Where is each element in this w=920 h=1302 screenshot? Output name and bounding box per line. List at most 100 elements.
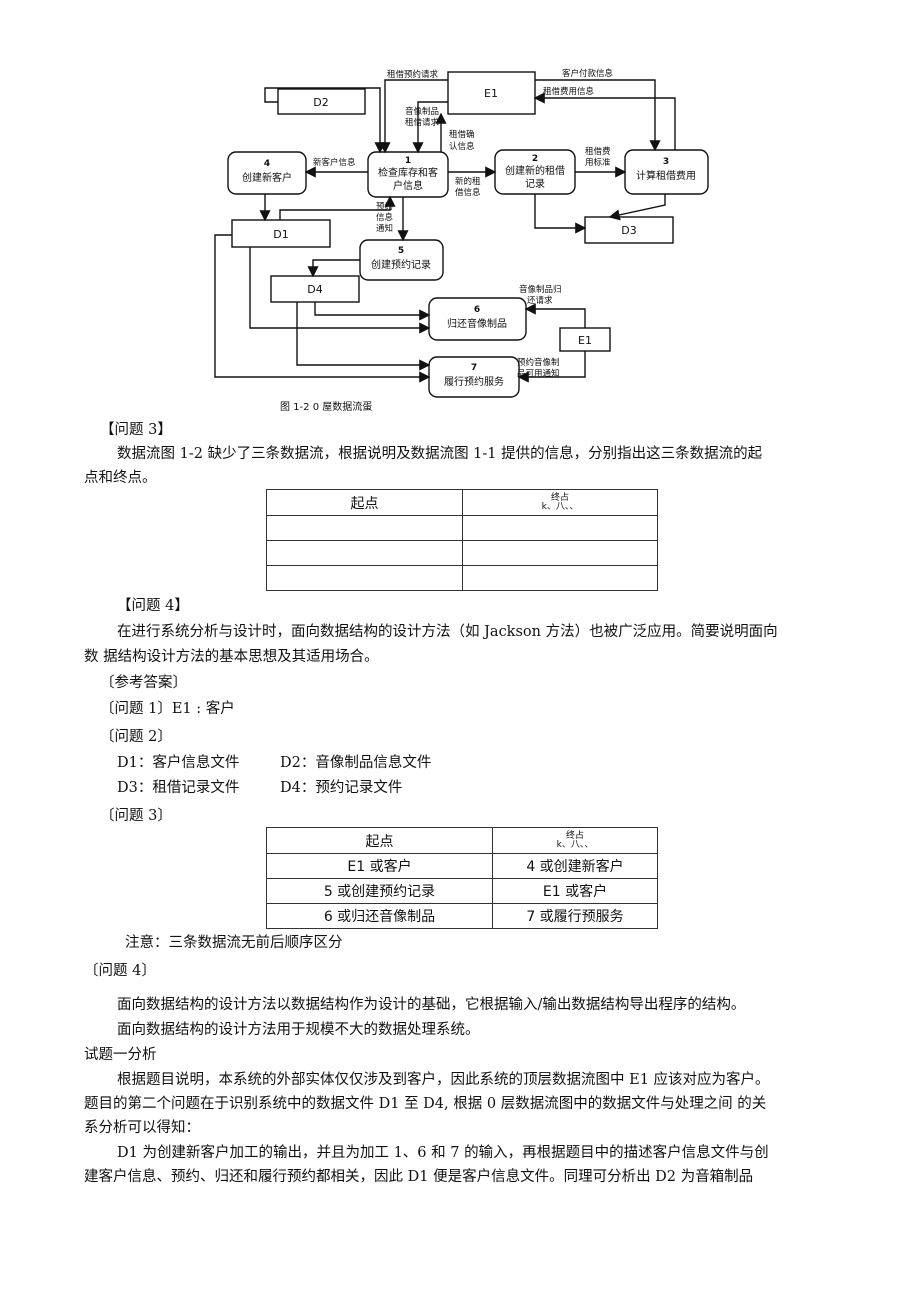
answer-row-end: 7 或履行预服务 — [492, 903, 658, 929]
flow-label-return-request-l1: 音像制品归 — [519, 284, 562, 295]
process-1 — [367, 151, 449, 198]
answer-col-end: 终占 k、八、、 — [492, 827, 658, 854]
flow-5-to-d4 — [307, 259, 360, 278]
answer-col-end-l1: 终占 — [565, 830, 584, 841]
process-1-num: 1 — [405, 156, 411, 166]
flow-label-rental-fee: 租借费用信息 — [543, 86, 595, 97]
analysis-p1-line1: 根据题目说明，本系统的外部实体仅仅涉及到客户，因此系统的顶层数据流图中 E1 应… — [117, 1072, 770, 1088]
answer-2-d1: D1：客户信息文件 — [117, 755, 240, 771]
store-d1-label: D1 — [273, 228, 288, 241]
q3-answer-table: 起点 终占 k、八、、 — [266, 489, 658, 591]
process-2-line2: 记录 — [525, 178, 545, 190]
q3-col-end: 终占 k、八、、 — [462, 489, 658, 516]
q3-title: 【问题 3】 — [100, 422, 172, 438]
analysis-p1-line2: 题目的第二个问题在于识别系统中的数据文件 D1 至 D4, 根据 0 层数据流图… — [84, 1096, 767, 1112]
flow-label-media-rental-l2: 租借请求 — [405, 117, 440, 128]
q3-col-end-l1: 终占 — [550, 492, 569, 503]
answer-col-start: 起点 — [266, 827, 493, 854]
flow-label-reserve-request: 租借预约请求 — [387, 69, 439, 80]
answer-3-title: 〔问题 3〕 — [100, 808, 172, 824]
table-row: 5 或创建预约记录 E1 或客户 — [266, 878, 658, 904]
q3-blank-cell[interactable] — [266, 515, 463, 541]
store-d3-label: D3 — [621, 224, 636, 237]
table-row: E1 或客户 4 或创建新客户 — [266, 853, 658, 879]
flow-label-new-rental-l1: 新的租 — [455, 176, 481, 187]
flow-2-to-d3 — [534, 194, 587, 234]
flow-d1-to-1 — [279, 195, 396, 220]
process-7-num: 7 — [471, 363, 477, 373]
table-row: 6 或归还音像制品 7 或履行预服务 — [266, 903, 658, 929]
flow-label-new-rental-l2: 借信息 — [455, 187, 481, 198]
flow-label-fee-standard-l1: 租借费 — [585, 146, 611, 157]
process-4-num: 4 — [264, 159, 270, 169]
answer-2-title: 〔问题 2〕 — [100, 729, 172, 745]
diagram-caption: 图 1-2 0 屋数据流蛋 — [280, 400, 372, 412]
flow-label-rental-confirm-l1: 租借确 — [449, 129, 475, 140]
answer-col-end-l2: k、八、、 — [556, 839, 594, 850]
answer-row-start: 5 或创建预约记录 — [266, 878, 493, 904]
answer-row-end: 4 或创建新客户 — [492, 853, 658, 879]
answer-row-start: 6 或归还音像制品 — [266, 903, 493, 929]
flow-d1-to-6 — [249, 247, 431, 334]
process-7-line1: 履行预约服务 — [444, 375, 504, 388]
entity-e1-top-label: E1 — [484, 87, 498, 100]
answer-4-line1: 面向数据结构的设计方法以数据结构作为设计的基础，它根据输入/输出数据结构导出程序… — [117, 997, 746, 1013]
flow-d1-left — [214, 234, 431, 383]
flow-label-available-l1: 预约音像制 — [517, 357, 560, 368]
flow-customer-payment — [535, 79, 661, 152]
data-flow-diagram: E1 D2 D1 D3 D4 E1 1 检查库存和客 户信息 2 创建新的租借 … — [214, 68, 709, 412]
flow-label-reserve-notice-l2: 信息 — [376, 212, 394, 223]
q3-blank-cell[interactable] — [462, 540, 658, 566]
answer-2-d2: D2：音像制品信息文件 — [280, 755, 432, 771]
answer-3-table: 起点 终占 k、八、、 E1 或客户 4 或创建新客户 5 或创建预约记录 E1… — [266, 827, 658, 929]
store-d2-label: D2 — [313, 96, 328, 109]
q3-col-end-l2: k、八、、 — [541, 501, 579, 512]
answer-row-start: E1 或客户 — [266, 853, 493, 879]
answer-4-line2: 面向数据结构的设计方法用于规模不大的数据处理系统。 — [117, 1022, 480, 1038]
process-5-line1: 创建预约记录 — [371, 258, 431, 271]
analysis-p1-line3: 系分析可以得知： — [84, 1120, 200, 1136]
q4-title: 【问题 4】 — [117, 598, 189, 614]
q3-body-line2: 点和终点。 — [84, 470, 157, 486]
process-2-line1: 创建新的租借 — [505, 164, 565, 177]
flow-media-rental — [412, 101, 448, 154]
analysis-p2-line1: D1 为创建新客户加工的输出，并且为加工 1、6 和 7 的输入，再根据题目中的… — [117, 1145, 769, 1161]
answer-row-end: E1 或客户 — [492, 878, 658, 904]
store-d1 — [231, 219, 331, 248]
flow-label-reserve-notice-l3: 通知 — [376, 223, 393, 234]
process-3-line1: 计算租借费用 — [636, 169, 696, 182]
flow-label-return-request-l2: 还请求 — [527, 295, 553, 306]
q4-body-line2: 数 据结构设计方法的基本思想及其适用场合。 — [84, 649, 379, 665]
flow-label-media-rental-l1: 音像制品 — [405, 106, 439, 117]
flow-rental-fee — [533, 92, 676, 150]
flow-d4-to-6 — [314, 302, 431, 321]
flow-label-new-customer: 新客户信息 — [313, 157, 356, 168]
answer-4-title: 〔问题 4〕 — [84, 963, 156, 979]
analysis-title: 试题一分析 — [84, 1047, 157, 1063]
store-d4-label: D4 — [307, 283, 322, 296]
q3-blank-cell[interactable] — [462, 515, 658, 541]
q3-blank-cell[interactable] — [462, 565, 658, 591]
flow-return-request — [524, 303, 586, 328]
q3-body-line1: 数据流图 1-2 缺少了三条数据流，根据说明及数据流图 1-1 提供的信息，分别… — [117, 446, 763, 462]
flow-label-fee-standard-l2: 用标准 — [585, 157, 611, 168]
q3-blank-cell[interactable] — [266, 565, 463, 591]
answer-1: 〔问题 1〕E1 : 客户 — [100, 701, 235, 717]
flow-label-customer-payment: 客户付款信息 — [562, 68, 614, 79]
flow-label-reserve-notice-l1: 预约 — [376, 201, 393, 212]
process-6-num: 6 — [474, 305, 480, 315]
flow-d2-to-1 — [264, 87, 386, 154]
q3-blank-cell[interactable] — [266, 540, 463, 566]
answers-heading: 〔参考答案〕 — [100, 675, 187, 691]
flow-available-notice — [517, 351, 586, 383]
flow-3-to-d3 — [608, 194, 666, 221]
q3-col-start: 起点 — [266, 489, 463, 516]
process-2-num: 2 — [532, 154, 538, 164]
answer-3-note: 注意：三条数据流无前后顺序区分 — [125, 935, 343, 951]
analysis-p2-line2: 建客户信息、预约、归还和履行预约都相关，因此 D1 便是客户信息文件。同理可分析… — [84, 1169, 754, 1185]
flow-d4-to-7 — [296, 302, 431, 371]
entity-e1-bottom-label: E1 — [578, 334, 592, 347]
process-1-line1: 检查库存和客 — [378, 166, 438, 179]
process-4-line1: 创建新客户 — [242, 171, 292, 184]
process-5-num: 5 — [398, 246, 404, 256]
